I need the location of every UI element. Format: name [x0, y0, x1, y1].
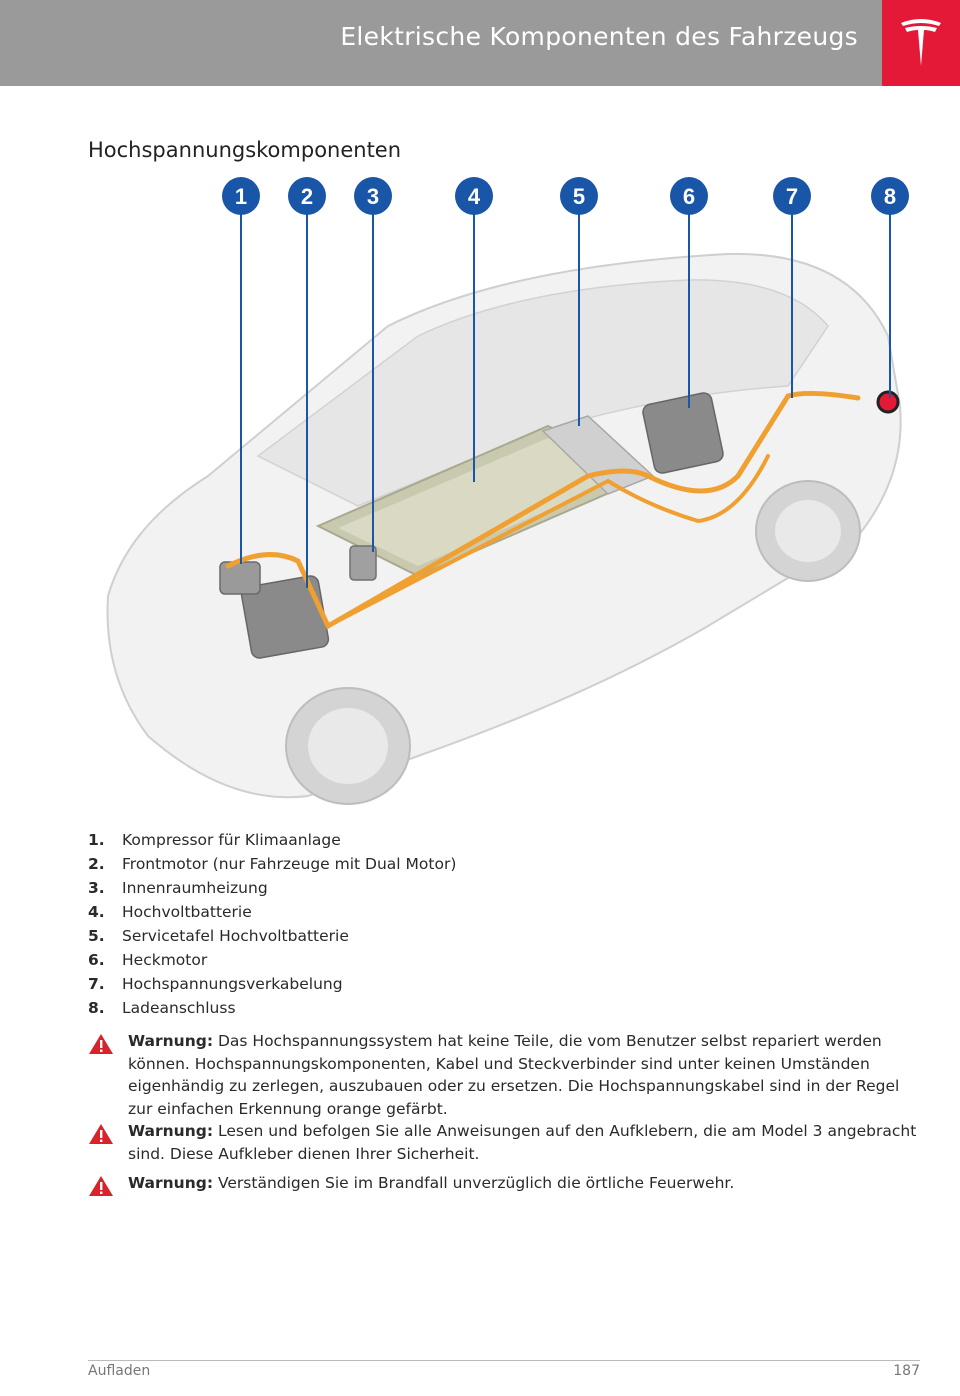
- front-wheel: [285, 687, 411, 805]
- car-glass: [256, 279, 829, 507]
- tesla-logo-icon: [901, 19, 941, 66]
- vehicle-illustration: 1 2 3 4 5 6 7 8: [106, 177, 909, 805]
- legend-item: 3. Innenraumheizung: [88, 876, 928, 900]
- warning-label: Warnung:: [128, 1032, 214, 1050]
- callout-markers: [222, 177, 909, 215]
- legend-text: Frontmotor (nur Fahrzeuge mit Dual Motor…: [122, 855, 457, 873]
- hv-cable: [225, 390, 861, 630]
- callout-4: [455, 177, 493, 215]
- warning-block: Warnung: Lesen und befolgen Sie alle Anw…: [88, 1120, 928, 1165]
- warning-icon: [89, 1176, 113, 1196]
- callout-2-label: 2: [301, 184, 313, 209]
- legend-number: 5.: [88, 927, 105, 945]
- warning-text: Lesen und befolgen Sie alle Anweisungen …: [128, 1122, 917, 1163]
- header-title: Elektrische Komponenten des Fahrzeugs: [340, 22, 858, 51]
- callout-1-label: 1: [235, 184, 247, 209]
- brand-logo: [882, 0, 960, 86]
- warning-paragraph: Warnung: Verständigen Sie im Brandfall u…: [128, 1172, 928, 1195]
- page-number: 187: [893, 1363, 920, 1379]
- callout-6: [670, 177, 708, 215]
- warning-text: Verständigen Sie im Brandfall unverzügli…: [217, 1174, 735, 1192]
- callout-5: [560, 177, 598, 215]
- rear-motor: [642, 392, 724, 474]
- warning-label: Warnung:: [128, 1122, 214, 1140]
- warning-label: Warnung:: [128, 1174, 214, 1192]
- warning-text: Das Hochspannungssystem hat keine Teile,…: [128, 1032, 900, 1118]
- callout-8-label: 8: [884, 184, 896, 209]
- legend-text: Servicetafel Hochvoltbatterie: [122, 927, 349, 945]
- legend-number: 3.: [88, 879, 105, 897]
- footer-section: Aufladen: [88, 1363, 151, 1379]
- legend-number: 7.: [88, 975, 105, 993]
- charge-port: [876, 390, 900, 414]
- page-header: Elektrische Komponenten des Fahrzeugs: [0, 0, 882, 86]
- callout-5-label: 5: [573, 184, 585, 209]
- legend-text: Hochspannungsverkabelung: [122, 975, 343, 993]
- legend-text: Innenraumheizung: [122, 879, 268, 897]
- legend-number: 6.: [88, 951, 105, 969]
- legend-text: Hochvoltbatterie: [122, 903, 252, 921]
- component-legend: 1. Kompressor für Klimaanlage 2. Frontmoto…: [88, 828, 928, 1020]
- callout-7-label: 7: [786, 184, 798, 209]
- rear-wheel: [755, 480, 861, 582]
- warning-icon: [89, 1034, 113, 1054]
- callout-1: [222, 177, 260, 215]
- section-title: Hochspannungskomponenten: [88, 138, 402, 162]
- callout-6-label: 6: [683, 184, 695, 209]
- legend-number: 1.: [88, 831, 105, 849]
- legend-item: 4. Hochvoltbatterie: [88, 900, 928, 924]
- legend-item: 5. Servicetafel Hochvoltbatterie: [88, 924, 928, 948]
- legend-item: 2. Frontmotor (nur Fahrzeuge mit Dual Mot…: [88, 852, 928, 876]
- legend-item: 8. Ladeanschluss: [88, 996, 928, 1020]
- footer-divider: [88, 1360, 920, 1361]
- callout-3-label: 3: [367, 184, 379, 209]
- warning-block: Warnung: Verständigen Sie im Brandfall u…: [88, 1172, 928, 1196]
- warning-paragraph: Warnung: Das Hochspannungssystem hat kei…: [128, 1030, 928, 1120]
- legend-item: 7. Hochspannungsverkabelung: [88, 972, 928, 996]
- callout-8: [871, 177, 909, 215]
- callout-4-label: 4: [468, 184, 481, 209]
- warning-icon: [89, 1124, 113, 1144]
- legend-number: 4.: [88, 903, 105, 921]
- callout-2: [288, 177, 326, 215]
- callout-7: [773, 177, 811, 215]
- legend-number: 2.: [88, 855, 105, 873]
- legend-number: 8.: [88, 999, 105, 1017]
- legend-text: Ladeanschluss: [122, 999, 236, 1017]
- legend-text: Heckmotor: [122, 951, 208, 969]
- legend-text: Kompressor für Klimaanlage: [122, 831, 341, 849]
- warning-paragraph: Warnung: Lesen und befolgen Sie alle Anw…: [128, 1120, 928, 1165]
- legend-item: 1. Kompressor für Klimaanlage: [88, 828, 928, 852]
- cabin-heater: [349, 545, 377, 581]
- callout-3: [354, 177, 392, 215]
- warning-block: Warnung: Das Hochspannungssystem hat kei…: [88, 1030, 928, 1120]
- legend-item: 6. Heckmotor: [88, 948, 928, 972]
